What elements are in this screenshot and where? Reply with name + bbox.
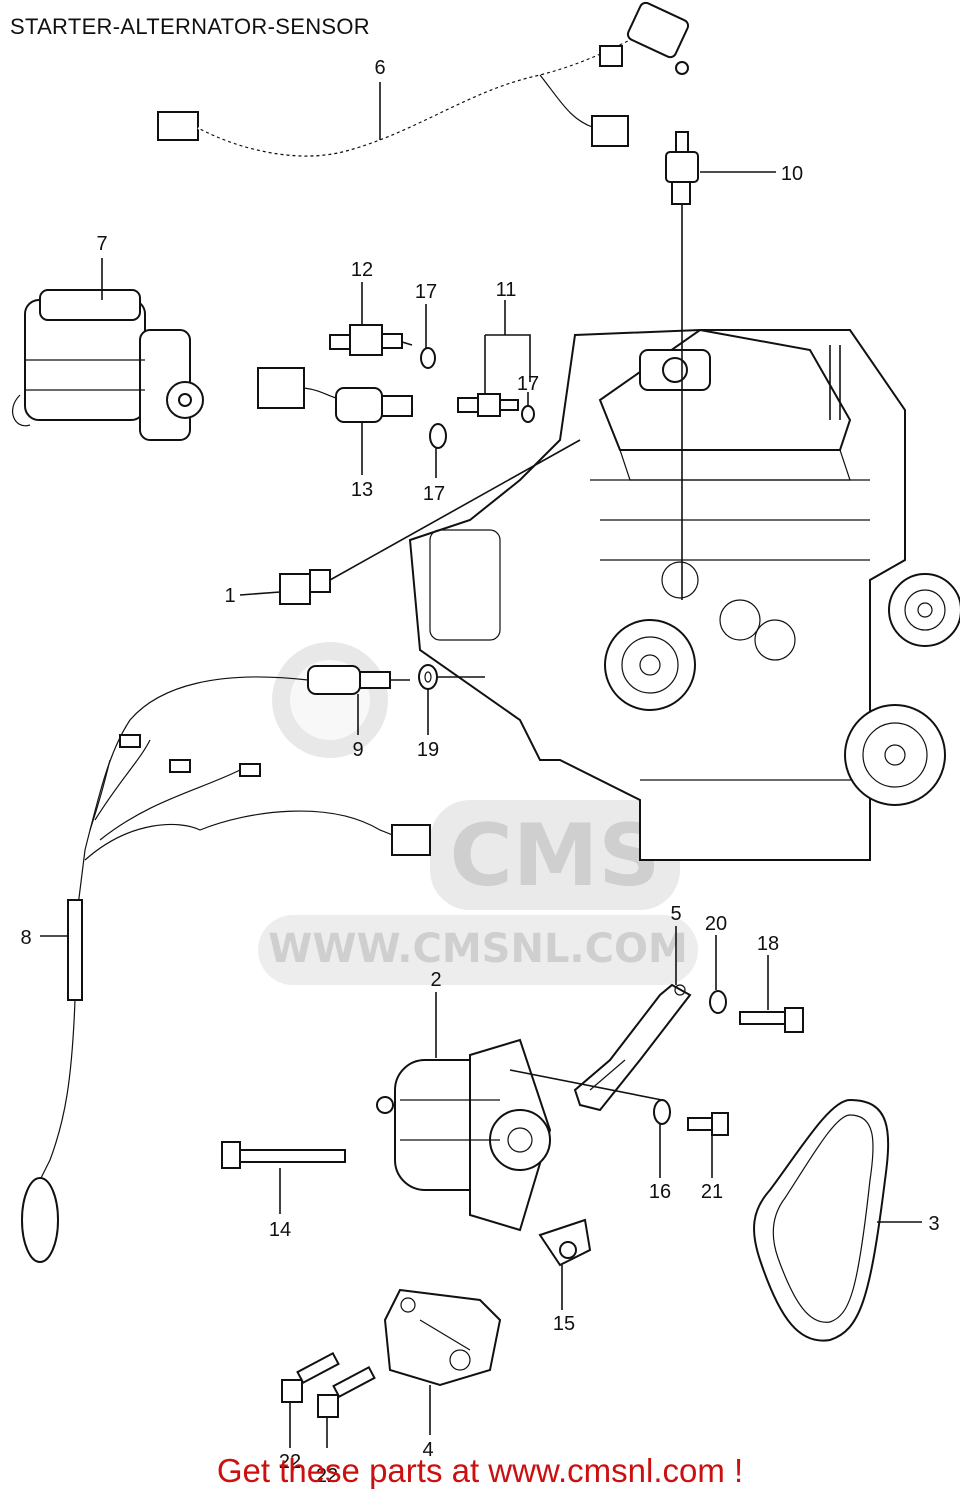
cms-watermark-logo: CMS WWW.CMSNL.COM bbox=[258, 642, 698, 985]
starter-motor bbox=[12, 289, 204, 441]
watermark-url: WWW.CMSNL.COM bbox=[268, 926, 688, 972]
callout-22-b: 22 bbox=[316, 1465, 338, 1487]
callout-14: 14 bbox=[269, 1219, 291, 1241]
callout-11: 11 bbox=[496, 279, 517, 301]
callout-17-a: 17 bbox=[415, 281, 437, 303]
wire-harness-upper bbox=[157, 1, 690, 157]
callout-15: 15 bbox=[553, 1313, 575, 1335]
callout-22-a: 22 bbox=[279, 1451, 301, 1473]
nut-clip-15 bbox=[538, 1218, 592, 1267]
callout-17-b: 17 bbox=[517, 373, 539, 395]
callout-4: 4 bbox=[422, 1439, 433, 1461]
callout-17-c: 17 bbox=[423, 483, 445, 505]
callout-7: 7 bbox=[96, 233, 107, 255]
washer-20 bbox=[709, 990, 727, 1014]
alternator-bracket bbox=[383, 1288, 502, 1387]
thermo-switch-12 bbox=[329, 324, 413, 356]
callout-9: 9 bbox=[352, 739, 363, 761]
footer-link-text[interactable]: Get these parts at www.cmsnl.com ! bbox=[216, 1452, 744, 1489]
callout-19: 19 bbox=[417, 739, 439, 761]
callout-2: 2 bbox=[430, 969, 441, 991]
callout-16: 16 bbox=[649, 1181, 671, 1203]
wire-harness-lower bbox=[21, 676, 431, 1263]
drive-belt bbox=[753, 1098, 890, 1342]
callout-12: 12 bbox=[351, 259, 373, 281]
callout-18: 18 bbox=[757, 933, 779, 955]
sensor-1 bbox=[279, 569, 331, 605]
oil-pressure-switch bbox=[665, 131, 699, 205]
washer-19 bbox=[418, 664, 438, 690]
callout-21: 21 bbox=[701, 1181, 723, 1203]
callout-1: 1 bbox=[224, 585, 235, 607]
bolt-21 bbox=[687, 1112, 729, 1136]
temperature-sensor-11 bbox=[457, 393, 519, 417]
callout-20: 20 bbox=[705, 913, 727, 935]
alternator-adjusting-bracket bbox=[573, 983, 692, 1112]
washer-16 bbox=[653, 1099, 671, 1125]
diagram-title: STARTER-ALTERNATOR-SENSOR bbox=[10, 14, 370, 39]
engine-block bbox=[408, 328, 960, 861]
watermark-brand: CMS bbox=[450, 806, 661, 906]
bolts-22 bbox=[281, 1351, 376, 1418]
callout-6: 6 bbox=[374, 57, 385, 79]
callout-labels: 6 10 7 12 17 11 17 13 17 1 9 19 8 5 20 1… bbox=[20, 57, 939, 1487]
callout-10: 10 bbox=[781, 163, 803, 185]
callout-5: 5 bbox=[670, 903, 681, 925]
bolt-18 bbox=[739, 1007, 804, 1033]
sensor-9 bbox=[307, 665, 410, 695]
thermo-switch-13 bbox=[257, 367, 413, 423]
callout-8: 8 bbox=[20, 927, 31, 949]
leader-lines bbox=[40, 82, 922, 1448]
callout-13: 13 bbox=[351, 479, 373, 501]
through-bolt-14 bbox=[221, 1141, 346, 1169]
callout-3: 3 bbox=[928, 1213, 939, 1235]
alternator bbox=[376, 1038, 552, 1232]
